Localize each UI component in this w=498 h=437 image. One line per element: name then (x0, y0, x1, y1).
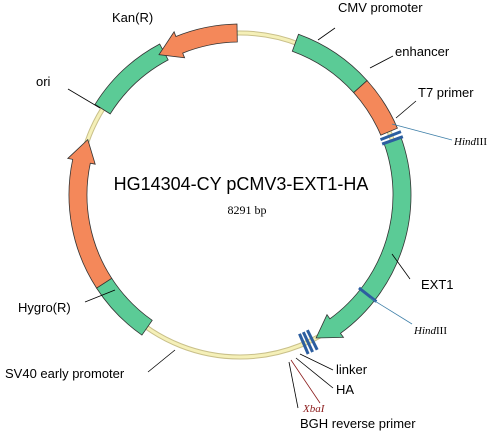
label-ha: HA (336, 382, 354, 397)
hindiii-1-italic: Hind (453, 136, 477, 148)
kan-feature (158, 23, 238, 59)
label-xbai: XbaI (302, 403, 326, 415)
leader-lines (67, 27, 417, 409)
hindiii-1-rest: III (476, 136, 487, 148)
ori-feature (94, 43, 169, 115)
label-hindiii-1: HindIII (453, 136, 487, 148)
plasmid-size: 8291 bp (228, 203, 267, 217)
enhancer-feature (353, 80, 398, 136)
site-leader-lines (369, 123, 453, 325)
ext1-feature (315, 135, 412, 339)
label-cmv-promoter: CMV promoter (338, 0, 423, 15)
hindiii-2-italic: Hind (413, 325, 437, 337)
hindiii-mark-2 (358, 286, 378, 303)
label-bgh-reverse-primer: BGH reverse primer (300, 416, 416, 431)
hygro-feature (66, 138, 113, 289)
label-enhancer: enhancer (395, 44, 450, 59)
label-ori: ori (36, 74, 51, 89)
cmv-promoter-feature (291, 33, 368, 94)
xbai-mark (298, 333, 310, 355)
label-ext1: EXT1 (421, 277, 454, 292)
label-t7-primer: T7 primer (418, 85, 474, 100)
label-linker: linker (336, 362, 368, 377)
hindiii-2-rest: III (436, 325, 447, 337)
ha-mark (301, 331, 314, 353)
t7-mark-2 (381, 135, 404, 146)
label-sv40-promoter: SV40 early promoter (5, 366, 125, 381)
sv40-promoter-feature (96, 277, 153, 336)
label-hygro: Hygro(R) (18, 300, 71, 315)
label-kan: Kan(R) (112, 10, 153, 25)
linker-mark (306, 329, 319, 351)
t7-mark-1 (379, 130, 402, 142)
site-marks (298, 130, 404, 355)
xba-leader-line (290, 359, 321, 404)
label-hindiii-2: HindIII (413, 325, 447, 337)
plasmid-name: HG14304-CY pCMV3-EXT1-HA (114, 174, 369, 194)
